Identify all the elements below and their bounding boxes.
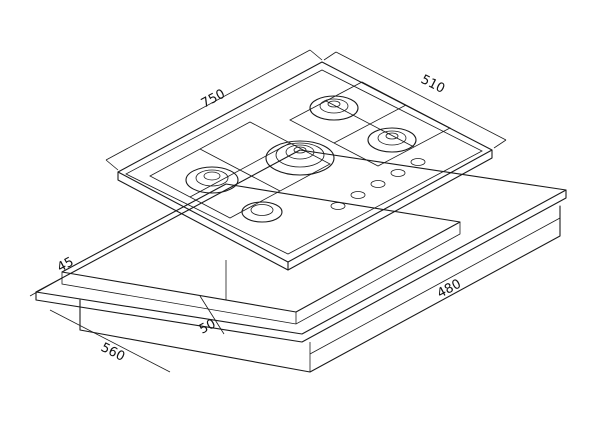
burner-right-rear xyxy=(309,95,359,121)
hob-top-plate xyxy=(117,61,493,271)
label-cutout-depth: 480 xyxy=(435,277,464,302)
label-hob-depth: 510 xyxy=(418,72,447,97)
label-cutout-width: 560 xyxy=(98,340,127,365)
burner-left-front xyxy=(185,166,239,194)
burner-right-front xyxy=(367,127,417,153)
countertop xyxy=(35,149,567,373)
control-knobs xyxy=(330,158,426,210)
label-cutout-front: 50 xyxy=(197,317,219,338)
dimension-labels: 750 510 480 50 560 45 xyxy=(55,72,464,365)
label-hob-width: 750 xyxy=(199,87,228,112)
burner-front-small xyxy=(241,201,283,223)
dimension-lines xyxy=(29,49,561,373)
burners xyxy=(149,81,451,223)
label-side-offset: 45 xyxy=(55,255,77,276)
burner-center-wok xyxy=(265,140,335,176)
